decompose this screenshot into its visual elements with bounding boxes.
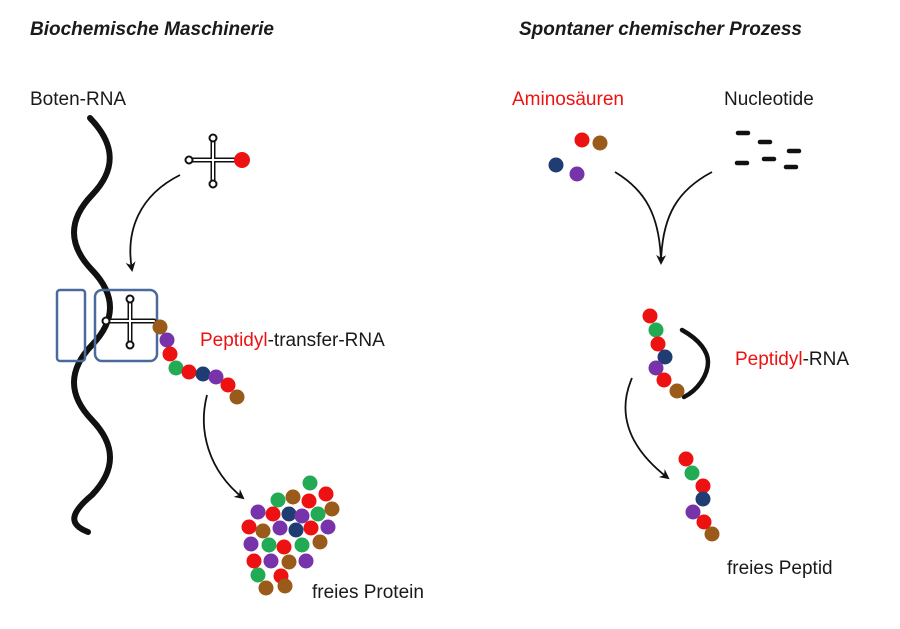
amino-acid (250, 567, 266, 583)
amino-acid (294, 508, 310, 524)
ribosome-small-subunit (55, 288, 87, 363)
label-amino-acids: Aminosäuren (512, 89, 624, 110)
amino-acid (569, 166, 585, 182)
amino-acid (258, 580, 274, 596)
label-rna-rest: -RNA (802, 349, 850, 370)
peptide-chain-left (152, 319, 245, 405)
amino-acid (648, 322, 664, 338)
amino-acid (318, 486, 334, 502)
amino-acid (303, 520, 319, 536)
amino-acid (684, 465, 700, 481)
amino-acid (548, 157, 564, 173)
label-nucleotides: Nucleotide (724, 89, 814, 110)
arrow-to-peptide (624, 377, 670, 480)
amino-acid (704, 526, 720, 542)
amino-acid (162, 346, 178, 362)
amino-acid (685, 504, 701, 520)
amino-acid (648, 360, 664, 376)
amino-acid (312, 534, 328, 550)
amino-acid (642, 308, 658, 324)
amino-acid (288, 522, 304, 538)
amino-acid (159, 332, 175, 348)
label-messenger-rna: Boten-RNA (30, 89, 127, 110)
amino-acid (285, 489, 301, 505)
amino-acid (272, 520, 288, 536)
mrna-strand (71, 115, 113, 535)
short-rna-strand (679, 327, 711, 400)
amino-acid (243, 536, 259, 552)
amino-acid (277, 578, 293, 594)
arrow-trna-to-ribosome (125, 174, 181, 272)
amino-acid (229, 389, 245, 405)
amino-acid (678, 451, 694, 467)
amino-acid (301, 493, 317, 509)
amino-acid (696, 514, 712, 530)
amino-acid (250, 504, 266, 520)
amino-acid (650, 336, 666, 352)
amino-acid (695, 491, 711, 507)
amino-acid (246, 553, 262, 569)
amino-acid (255, 523, 271, 539)
amino-acid (281, 554, 297, 570)
amino-acid (298, 553, 314, 569)
trna-icon-free (184, 133, 240, 189)
label-free-peptide: freies Peptid (727, 558, 833, 579)
amino-acid (592, 135, 608, 151)
amino-acid (695, 478, 711, 494)
label-peptidyl-trna: Peptidyl-transfer-RNA (200, 331, 385, 350)
arrow-to-protein (203, 394, 245, 500)
amino-acid (168, 360, 184, 376)
amino-acid (195, 366, 211, 382)
amino-acid (574, 132, 590, 148)
title-biochemical-machinery: Biochemische Maschinerie (30, 19, 274, 40)
trna-icon-bound (101, 294, 157, 350)
amino-acid-red-free (234, 152, 250, 168)
arrow-from-amino-acids (614, 171, 662, 264)
amino-acid (276, 539, 292, 555)
amino-acid (241, 519, 257, 535)
amino-acid (270, 492, 286, 508)
free-amino-acids (548, 132, 608, 182)
peptidyl-rna-chain (642, 308, 685, 399)
label-peptidyl-rna-highlight: Peptidyl (735, 349, 803, 370)
amino-acid (324, 501, 340, 517)
arrow-from-nucleotides (656, 171, 713, 265)
label-peptidyl-rna: Peptidyl-RNA (735, 350, 849, 369)
amino-acid (181, 364, 197, 380)
amino-acid (208, 369, 224, 385)
amino-acid (265, 506, 281, 522)
amino-acid (657, 349, 673, 365)
amino-acid (281, 506, 297, 522)
amino-acid (220, 377, 236, 393)
amino-acid (656, 372, 672, 388)
amino-acid (261, 537, 277, 553)
amino-acid (302, 475, 318, 491)
label-free-protein: freies Protein (312, 582, 424, 603)
amino-acid (310, 506, 326, 522)
title-spontaneous-process: Spontaner chemischer Prozess (519, 19, 802, 40)
label-peptidyl-highlight: Peptidyl (200, 330, 268, 351)
amino-acid (263, 553, 279, 569)
label-trna-rest: -transfer-RNA (267, 330, 385, 351)
amino-acid (669, 383, 685, 399)
amino-acid (320, 519, 336, 535)
free-nucleotides (734, 130, 802, 170)
free-peptide (678, 451, 720, 542)
folded-protein (241, 475, 340, 596)
amino-acid (152, 319, 168, 335)
amino-acid (294, 537, 310, 553)
